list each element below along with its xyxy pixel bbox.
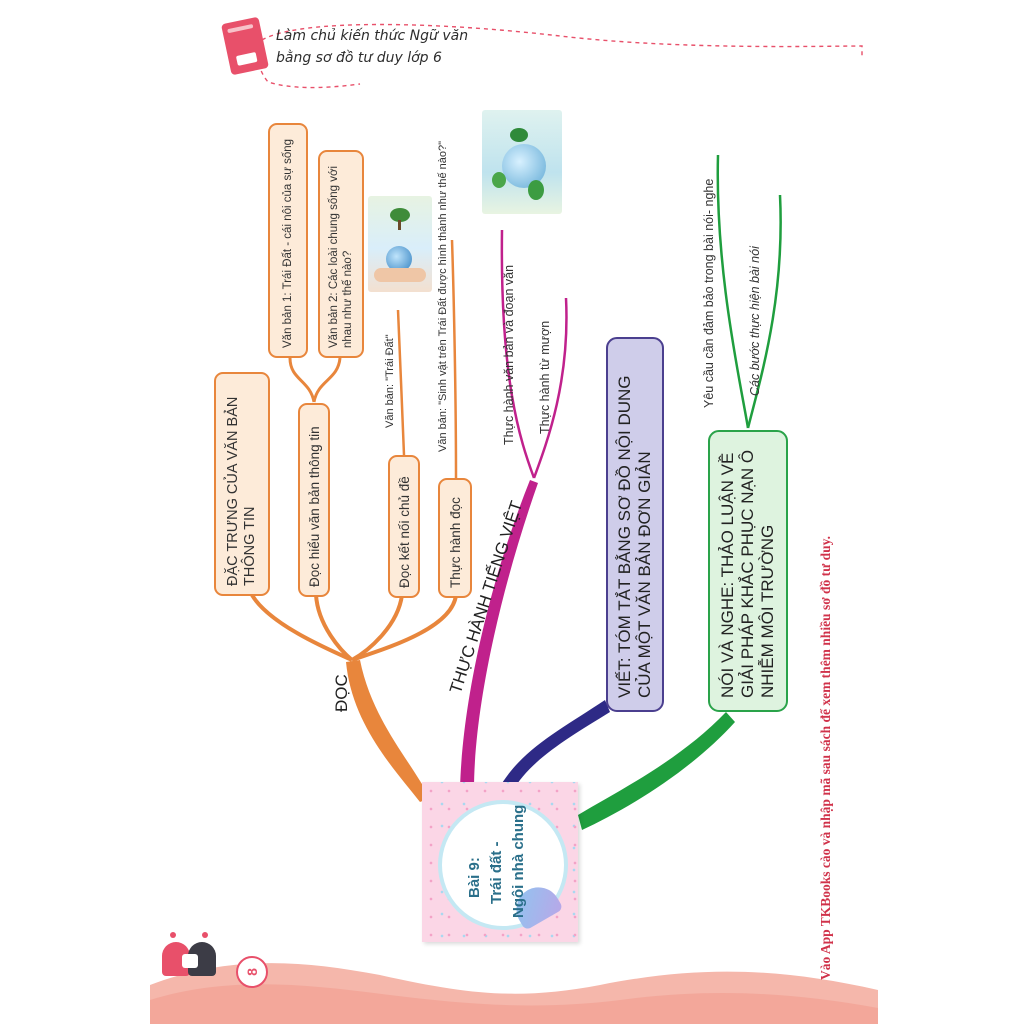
node-doc-hieu: Đọc hiểu văn bản thông tin [298, 403, 330, 597]
node-noi-nghe-label: NÓI VÀ NGHE: THẢO LUẬN VỀ GIẢI PHÁP KHẮC… [718, 449, 777, 698]
node-thuc-hanh-doc-label: Thực hành đọc [447, 497, 463, 588]
doc-branch-label: ĐỌC [332, 674, 351, 712]
node-doc-ket-noi-label: Đọc kết nối chủ đề [396, 476, 412, 588]
side-note: Vào App TKBooks cào và nhập mã sau sách … [818, 535, 833, 980]
center-title-line2: Trái đất - [488, 841, 505, 904]
node-doc-ket-noi: Đọc kết nối chủ đề [388, 455, 420, 598]
page-number: 8 [243, 968, 260, 976]
earth-hands-image [368, 196, 432, 292]
leaf-sinh-vat: Văn bản: "Sinh vật trên Trái Đất được hì… [437, 140, 449, 452]
noi-nghe-leaf-2: Các bước thực hiện bài nói [748, 246, 762, 396]
node-dac-trung: ĐẶC TRƯNG CỦA VĂN BẢN THÔNG TIN [214, 372, 270, 596]
header-title-line2: bằng sơ đồ tư duy lớp 6 [276, 50, 442, 66]
doc-trunk [346, 660, 430, 802]
page-number-badge: 8 [236, 956, 268, 988]
earth-plants-image [482, 110, 562, 214]
viet-trunk [498, 700, 610, 792]
noi-nghe-leaf-1: Yêu cầu cần đảm bảo trong bài nói- nghe [702, 178, 716, 408]
node-noi-nghe: NÓI VÀ NGHE: THẢO LUẬN VỀ GIẢI PHÁP KHẮC… [708, 430, 788, 712]
node-viet: VIẾT: TÓM TẮT BẰNG SƠ ĐỒ NỘI DUNG CỦA MỘ… [606, 337, 664, 712]
center-card: Bài 9: Trái đất - Ngôi nhà chung [422, 782, 578, 942]
header-dashed-outline [261, 23, 863, 58]
node-van-ban-1-label: Văn bản 1: Trái Đất - cái nôi của sự sốn… [282, 138, 294, 348]
node-thuc-hanh-doc: Thực hành đọc [438, 478, 472, 598]
node-van-ban-2: Văn bản 2: Các loài chung sống với nhau … [318, 150, 364, 358]
tieng-viet-leaf-1: Thực hành văn bản và đoạn văn [502, 264, 516, 445]
noi-nghe-trunk [578, 712, 735, 830]
node-van-ban-2-label: Văn bản 2: Các loài chung sống với nhau … [328, 165, 354, 348]
tieng-viet-trunk [460, 480, 538, 790]
tieng-viet-leaf-2: Thực hành từ mượn [538, 320, 552, 434]
node-dac-trung-label: ĐẶC TRƯNG CỦA VĂN BẢN THÔNG TIN [225, 396, 258, 586]
header-title-line1: Làm chủ kiến thức Ngữ văn [276, 28, 469, 44]
leaf-trai-dat: Văn bản: "Trái Đất" [384, 334, 396, 428]
center-title-line3: Ngôi nhà chung [510, 804, 527, 918]
mascot-icon [162, 932, 220, 980]
node-van-ban-1: Văn bản 1: Trái Đất - cái nôi của sự sốn… [268, 123, 308, 358]
center-title-line1: Bài 9: [466, 857, 483, 898]
node-viet-label: VIẾT: TÓM TẮT BẰNG SƠ ĐỒ NỘI DUNG CỦA MỘ… [615, 375, 654, 698]
node-doc-hieu-label: Đọc hiểu văn bản thông tin [306, 426, 322, 587]
